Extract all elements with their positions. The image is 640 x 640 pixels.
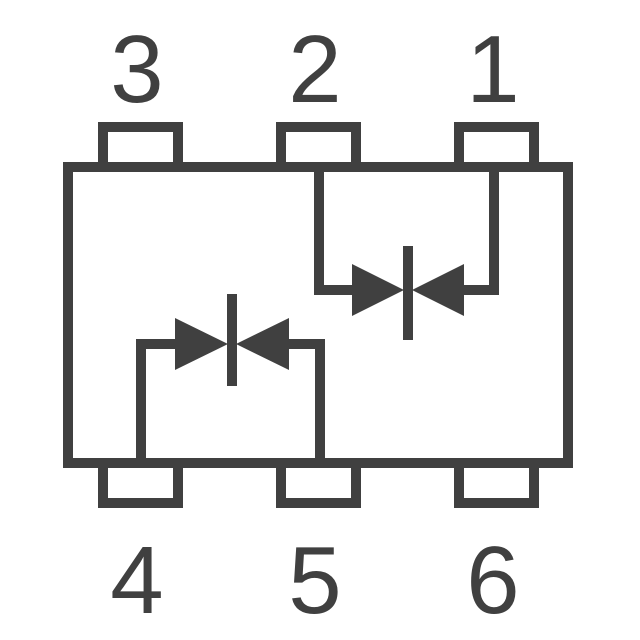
pin-pad-6 bbox=[454, 458, 539, 508]
diode-lower-left-triangle bbox=[175, 318, 228, 370]
pin-label-6: 6 bbox=[466, 527, 519, 634]
pin-label-4: 4 bbox=[110, 527, 163, 634]
pin-label-2: 2 bbox=[288, 16, 341, 123]
pin-label-3: 3 bbox=[110, 16, 163, 123]
pin-pad-2 bbox=[276, 122, 361, 172]
wire-pin2-to-diode-upper bbox=[314, 167, 352, 295]
wire-diode-upper-to-pin1 bbox=[464, 167, 499, 295]
wire-diode-lower-to-pin5 bbox=[289, 339, 325, 463]
diode-upper-left-triangle bbox=[352, 264, 404, 316]
pin-pad-3 bbox=[98, 122, 183, 172]
diode-lower-right-triangle bbox=[236, 318, 289, 370]
pin-pad-4 bbox=[98, 458, 183, 508]
pin-pad-5 bbox=[276, 458, 361, 508]
diode-upper-right-triangle bbox=[412, 264, 464, 316]
pin-pad-1 bbox=[454, 122, 539, 172]
pin-label-5: 5 bbox=[288, 527, 341, 634]
wire-pin4-to-diode-lower bbox=[136, 339, 175, 463]
pin-label-1: 1 bbox=[466, 16, 519, 123]
